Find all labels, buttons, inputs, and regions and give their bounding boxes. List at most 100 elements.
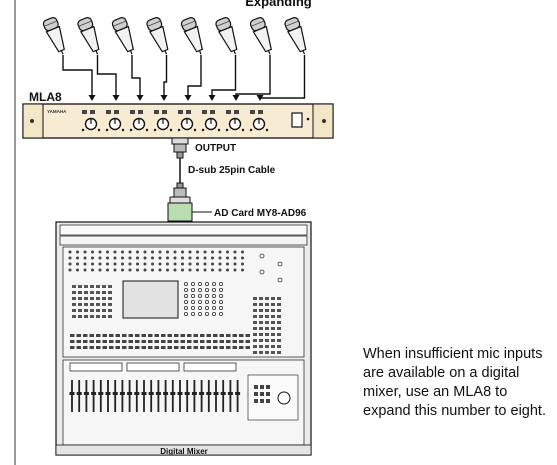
- mixer-button: [193, 334, 198, 337]
- mixer-button: [115, 334, 120, 337]
- microphone-icon: [146, 17, 169, 55]
- mixer-button: [122, 346, 127, 349]
- arrow-head-icon: [184, 95, 192, 101]
- mixer-button: [260, 385, 264, 389]
- mixer-knob-icon: [128, 262, 132, 266]
- mixer-button: [84, 309, 88, 312]
- mixer-button: [167, 340, 172, 343]
- mixer-button: [109, 340, 114, 343]
- mixer-button: [253, 309, 257, 312]
- mixer-button: [265, 315, 269, 318]
- mixer-button: [245, 340, 250, 343]
- mixer-button: [219, 346, 224, 349]
- mixer-button: [78, 303, 82, 306]
- ad-card-label: AD Card MY8-AD96: [214, 208, 307, 219]
- mixer-knob-icon: [143, 262, 147, 266]
- mixer-button: [259, 327, 263, 330]
- mixer-knob-icon: [183, 281, 188, 286]
- mixer-knob-icon: [211, 287, 216, 292]
- mixer-knob-icon: [226, 250, 229, 254]
- fader-cap-icon: [112, 392, 118, 395]
- mixer-knob-icon: [113, 256, 117, 260]
- mixer-button: [78, 297, 82, 300]
- mixer-knob-icon: [91, 256, 94, 260]
- mixer-knob-icon: [188, 262, 192, 266]
- mixer-knob-icon: [196, 262, 199, 266]
- mixer-button: [277, 297, 281, 300]
- mixer-knob-icon: [204, 293, 209, 298]
- mixer-button: [108, 303, 112, 306]
- mixer-knob-icon: [218, 268, 222, 272]
- mixer-knob-icon: [121, 256, 124, 260]
- mixer-button: [72, 309, 76, 312]
- mixer-button: [84, 291, 88, 294]
- mixer-button: [141, 334, 146, 337]
- mixer-button: [253, 321, 257, 324]
- microphones: [42, 17, 307, 55]
- mixer-button: [259, 321, 263, 324]
- fader-cap-icon: [155, 392, 161, 395]
- fader-cap-icon: [141, 392, 147, 395]
- mixer-knob-icon: [190, 311, 195, 316]
- mixer-button: [200, 340, 205, 343]
- mixer-knob-icon: [143, 250, 147, 254]
- mixer-knob-icon: [98, 268, 102, 272]
- mixer-knob-icon: [68, 268, 72, 272]
- mixer-button: [266, 385, 270, 389]
- mixer-button: [260, 392, 264, 396]
- mixer-button: [271, 351, 275, 354]
- mixer-button: [254, 399, 258, 403]
- mixer-button: [135, 346, 140, 349]
- mixer-scribble-strip: [183, 362, 237, 372]
- mixer-button: [226, 340, 231, 343]
- mla8-channel: [129, 110, 149, 132]
- mixer-button: [254, 392, 258, 396]
- mixer-knob-icon: [233, 262, 237, 266]
- mixer-knob-icon: [259, 269, 265, 275]
- arrow-head-icon: [256, 95, 264, 101]
- mic-cable: [62, 55, 93, 96]
- mixer-button: [135, 334, 140, 337]
- mixer-knob-icon: [197, 311, 202, 316]
- mixer-button: [239, 346, 244, 349]
- mixer-button: [96, 297, 100, 300]
- mixer-button: [96, 340, 101, 343]
- mixer-button: [70, 334, 75, 337]
- fader-cap-icon: [235, 392, 241, 395]
- mixer-button: [83, 340, 88, 343]
- mixer-button: [193, 340, 198, 343]
- mixer-button: [115, 346, 120, 349]
- mixer-knob-icon: [211, 293, 216, 298]
- mixer-button: [265, 297, 269, 300]
- mixer-button: [167, 346, 172, 349]
- microphone-icon: [111, 17, 134, 55]
- mixer-button: [154, 346, 159, 349]
- mixer-button: [271, 333, 275, 336]
- mixer-knob-icon: [211, 268, 214, 272]
- mixer-button: [245, 334, 250, 337]
- mixer-button: [206, 334, 211, 337]
- mixer-button: [89, 346, 94, 349]
- mixer-button: [266, 392, 270, 396]
- mixer-knob-icon: [98, 250, 102, 254]
- mixer-button: [148, 334, 153, 337]
- mixer-knob-icon: [183, 305, 188, 310]
- mixer-button: [122, 334, 127, 337]
- mixer-scribble-strip: [126, 362, 180, 372]
- mla8-channel: [201, 110, 221, 132]
- mic-cable: [235, 55, 271, 96]
- mixer-button: [277, 333, 281, 336]
- mixer-knob-icon: [151, 268, 154, 272]
- rack-screw-icon: [30, 119, 34, 123]
- mixer-button: [232, 340, 237, 343]
- mixer-knob-icon: [83, 268, 87, 272]
- mixer-knob-icon: [121, 262, 124, 266]
- mixer-knob-icon: [277, 277, 283, 283]
- mixer-button: [161, 340, 166, 343]
- mixer-button: [245, 346, 250, 349]
- mixer-button: [271, 309, 275, 312]
- mixer-button: [76, 346, 81, 349]
- fader-cap-icon: [98, 392, 104, 395]
- mixer-button: [102, 334, 107, 337]
- mla8-label: MLA8: [29, 90, 62, 104]
